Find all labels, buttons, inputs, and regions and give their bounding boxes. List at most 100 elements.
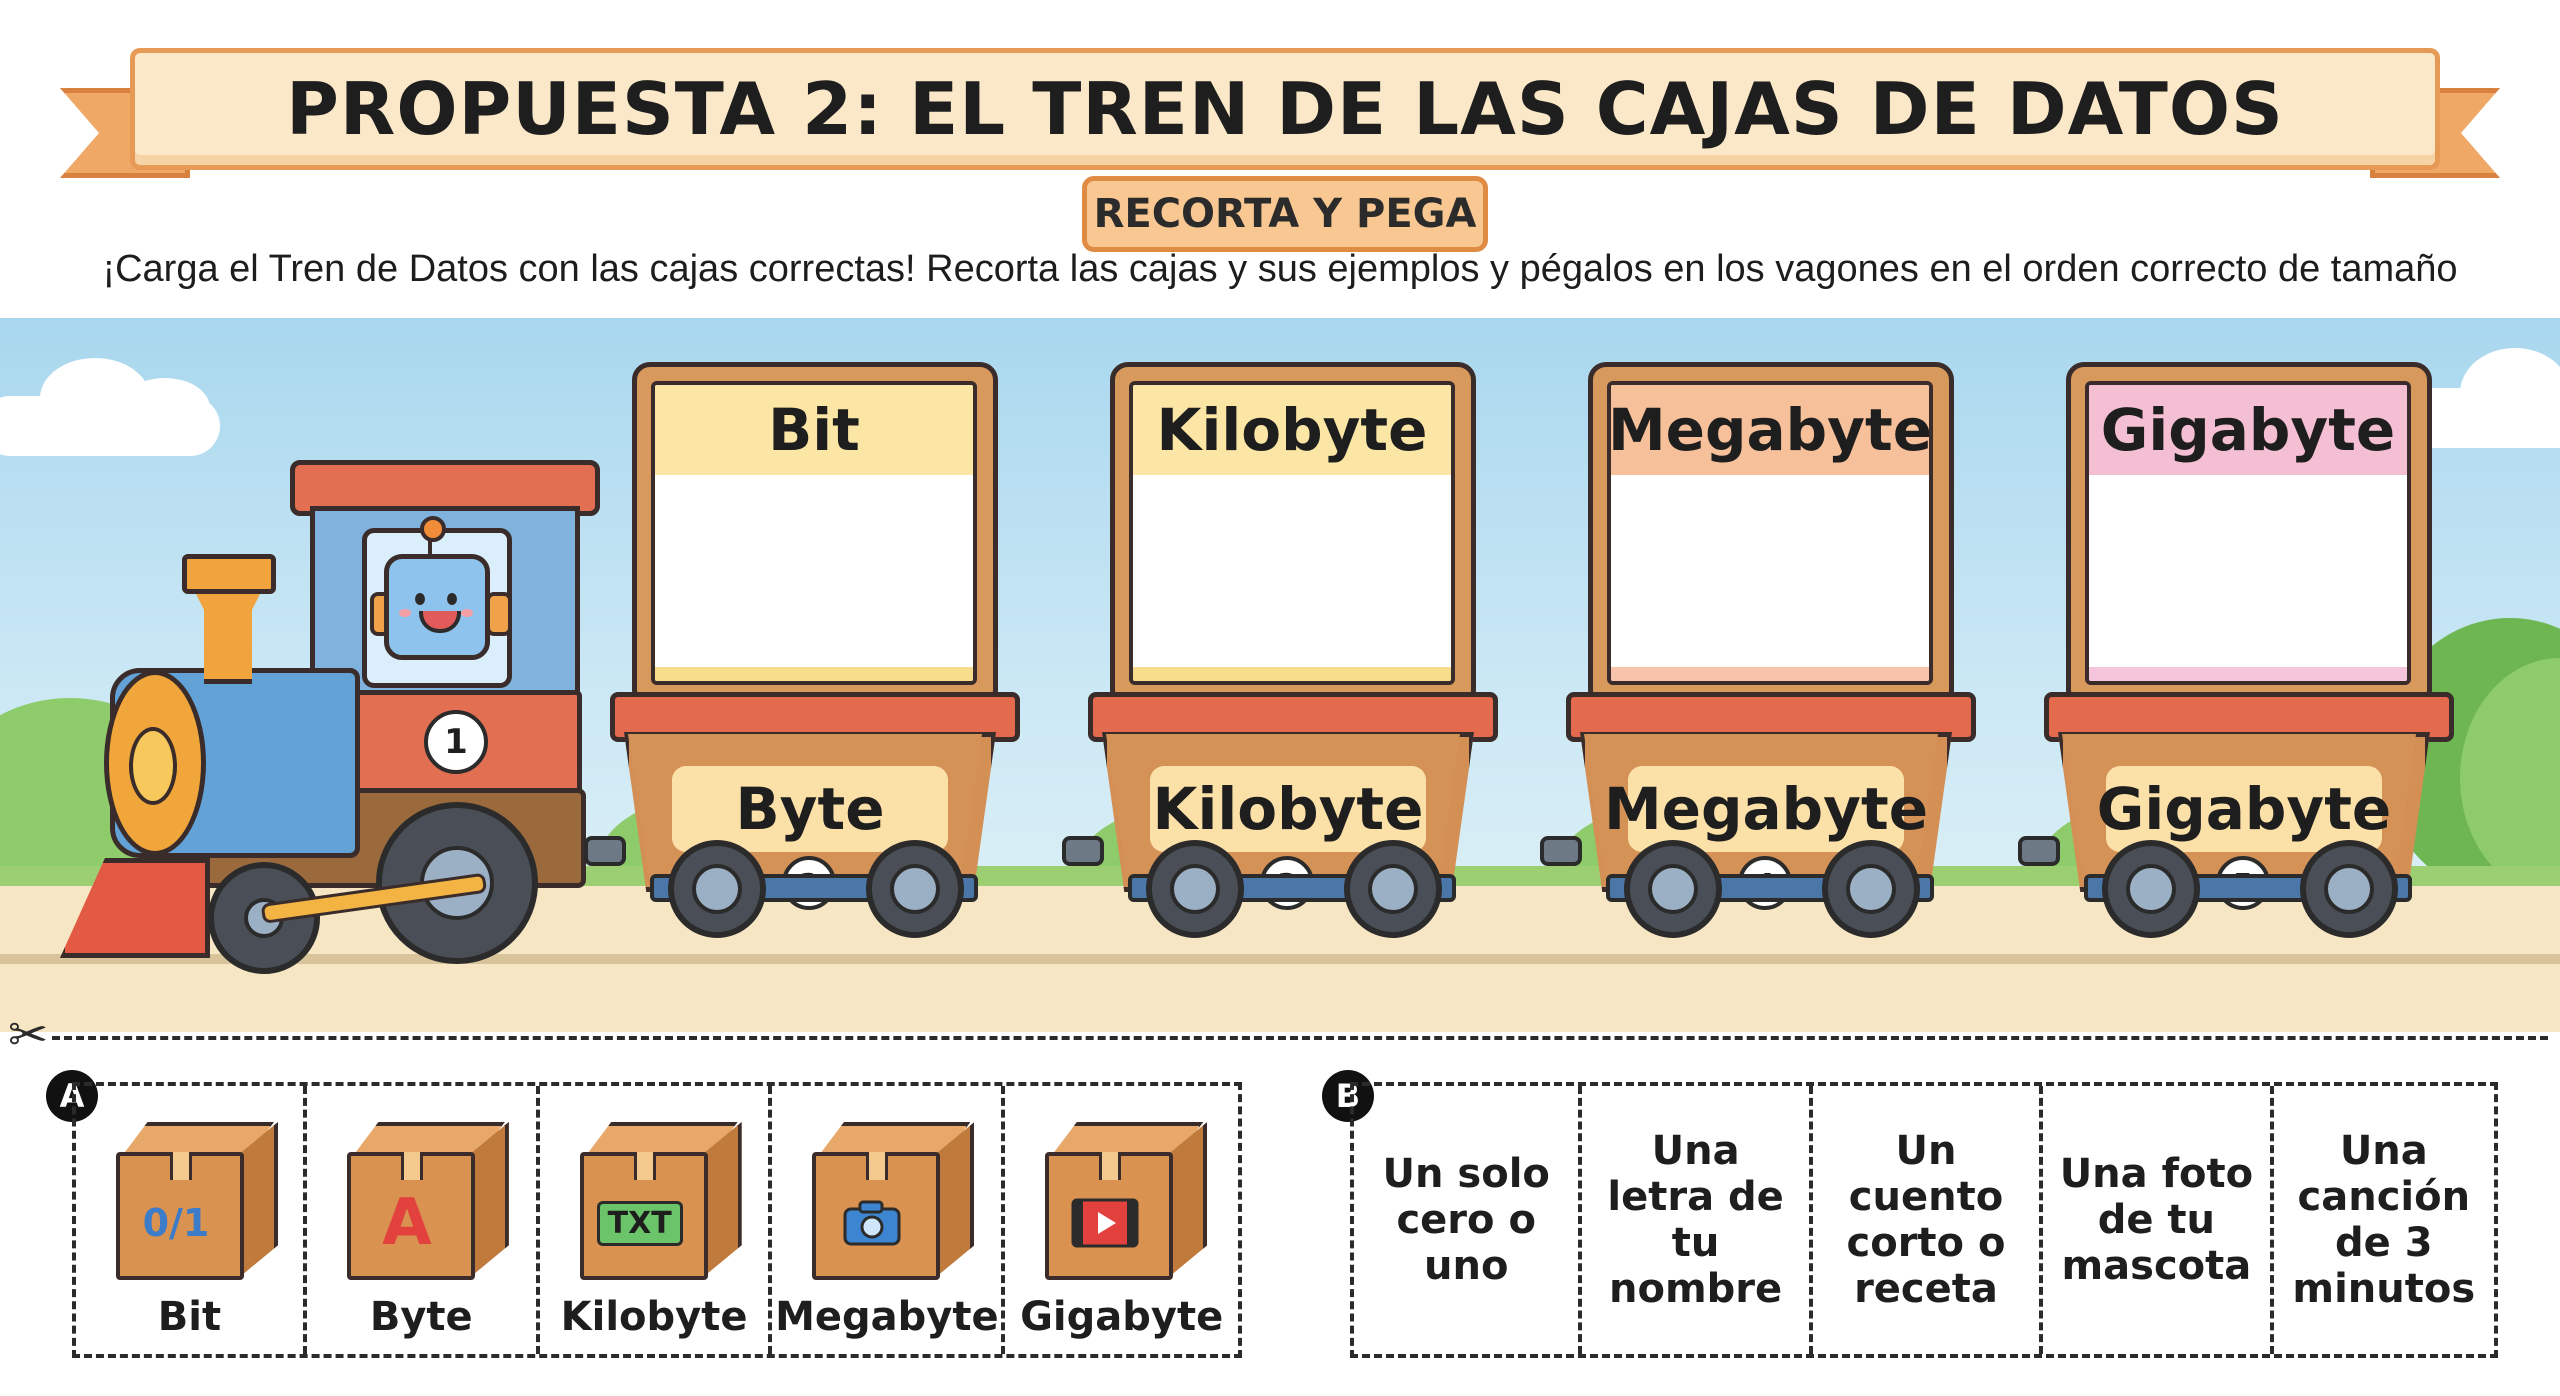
box-tape: [1099, 1152, 1122, 1180]
wagon: Kilobyte Kilobyte 3: [1088, 362, 1498, 938]
cutout-box[interactable]: Gigabyte: [1005, 1086, 1238, 1354]
wheel: [1624, 840, 1722, 938]
coupler: [584, 836, 626, 866]
robot-eye: [447, 593, 457, 605]
wheel-hub: [1846, 864, 1896, 914]
paste-area[interactable]: Bit: [651, 381, 977, 685]
wheel: [1822, 840, 1920, 938]
strip-b: Un solo cero o uno Una letra de tu nombr…: [1350, 1082, 2498, 1358]
box-label: Megabyte: [775, 1294, 999, 1340]
paste-area[interactable]: Kilobyte: [1129, 381, 1455, 685]
page-title: PROPUESTA 2: EL TREN DE LAS CAJAS DE DAT…: [286, 67, 2284, 151]
robot-cheek: [461, 609, 473, 617]
sign-foot: [1133, 667, 1451, 681]
video-icon: [1059, 1188, 1151, 1258]
wheel-hub: [2126, 864, 2176, 914]
wagon-sign-title: Megabyte: [1611, 385, 1929, 475]
box-label: Byte: [369, 1294, 473, 1340]
headlight: [129, 727, 177, 805]
wheel-hub: [1368, 864, 1418, 914]
letter-icon: A: [382, 1186, 432, 1260]
box-icon: [812, 1122, 975, 1280]
robot-icon: [384, 554, 490, 660]
box-icon: A: [346, 1122, 509, 1280]
binary-icon: 0/1: [142, 1201, 210, 1245]
wagon-sign: Kilobyte: [1110, 362, 1476, 708]
example-text: Una canción de 3 minutos: [2292, 1128, 2476, 1312]
title-banner: PROPUESTA 2: EL TREN DE LAS CAJAS DE DAT…: [60, 40, 2500, 200]
locomotive-number: 1: [424, 710, 488, 774]
example-text: Una foto de tu mascota: [2059, 1151, 2254, 1289]
wagon-label: Gigabyte: [2097, 766, 2391, 852]
box-icon: [1045, 1122, 1208, 1280]
subtitle-tag: RECORTA Y PEGA: [1082, 176, 1488, 252]
wheel-hub: [890, 864, 940, 914]
box-icon: 0/1: [116, 1122, 278, 1280]
wagon: Megabyte Megabyte 4: [1566, 362, 1976, 938]
sign-foot: [2089, 667, 2407, 681]
wheel: [1344, 840, 1442, 938]
train-scene: 1 Bit Byte 2: [0, 318, 2560, 1032]
box-label: Bit: [157, 1294, 222, 1340]
robot-antenna-ball: [420, 516, 446, 542]
wheel: [2102, 840, 2200, 938]
wagon-label: Kilobyte: [1150, 766, 1426, 852]
cutout-example[interactable]: Una foto de tu mascota: [2043, 1086, 2274, 1354]
box-label: Gigabyte: [1020, 1294, 1224, 1340]
paste-area[interactable]: Gigabyte: [2085, 381, 2411, 685]
example-text: Un solo cero o uno: [1382, 1151, 1550, 1289]
boiler-front: [104, 670, 206, 856]
camera-glyph: [843, 1200, 901, 1246]
wagon-sign: Gigabyte: [2066, 362, 2432, 708]
track: [0, 954, 2560, 964]
sign-foot: [1611, 667, 1929, 681]
coupler: [2018, 836, 2060, 866]
wheel: [1146, 840, 1244, 938]
wagon: Bit Byte 2: [610, 362, 1020, 938]
wagon-label: Byte: [672, 766, 948, 852]
box-icon: TXT: [579, 1122, 742, 1280]
example-text: Una letra de tu nombre: [1607, 1128, 1784, 1312]
box-tape: [866, 1152, 889, 1180]
wheel: [668, 840, 766, 938]
cutout-example[interactable]: Una letra de tu nombre: [1582, 1086, 1813, 1354]
box-tape: [170, 1152, 192, 1180]
box-tape: [633, 1152, 656, 1180]
coupler: [1062, 836, 1104, 866]
wagon-sign-title: Bit: [655, 385, 973, 475]
cutout-box[interactable]: Megabyte: [772, 1086, 1006, 1354]
wheel-hub: [2324, 864, 2374, 914]
coupler: [1540, 836, 1582, 866]
cutout-example[interactable]: Una canción de 3 minutos: [2274, 1086, 2494, 1354]
robot-eye: [415, 593, 425, 605]
cut-line[interactable]: [52, 1036, 2548, 1040]
wheel-hub: [1170, 864, 1220, 914]
wheel: [866, 840, 964, 938]
cloud: [120, 378, 210, 438]
strip-a: 0/1 Bit A Byte TXT Kilobyte: [72, 1082, 1242, 1358]
wagon-sign-title: Gigabyte: [2089, 385, 2407, 475]
wagon-sign: Megabyte: [1588, 362, 1954, 708]
paste-area[interactable]: Megabyte: [1607, 381, 1933, 685]
cutout-box[interactable]: 0/1 Bit: [76, 1086, 307, 1354]
wagon-sign: Bit: [632, 362, 998, 708]
box-tape: [400, 1152, 423, 1180]
instructions-text: ¡Carga el Tren de Datos con las cajas co…: [102, 248, 2458, 290]
scissors-icon: ✂: [8, 1009, 49, 1062]
wheel: [2300, 840, 2398, 938]
wheel-hub: [692, 864, 742, 914]
wagon: Gigabyte Gigabyte 5: [2044, 362, 2454, 938]
cutout-box[interactable]: TXT Kilobyte: [540, 1086, 773, 1354]
example-text: Un cuento corto o receta: [1846, 1128, 2006, 1312]
cutout-example[interactable]: Un cuento corto o receta: [1813, 1086, 2044, 1354]
box-label: Kilobyte: [560, 1294, 748, 1340]
robot-cheek: [399, 609, 411, 617]
cutout-box[interactable]: A Byte: [307, 1086, 540, 1354]
cloud: [2460, 348, 2560, 438]
sign-foot: [655, 667, 973, 681]
wagon-label: Megabyte: [1604, 766, 1928, 852]
cutout-example[interactable]: Un solo cero o uno: [1354, 1086, 1583, 1354]
camera-icon: [826, 1188, 918, 1258]
robot-smile: [419, 611, 461, 633]
text-file-icon: TXT: [594, 1188, 686, 1258]
